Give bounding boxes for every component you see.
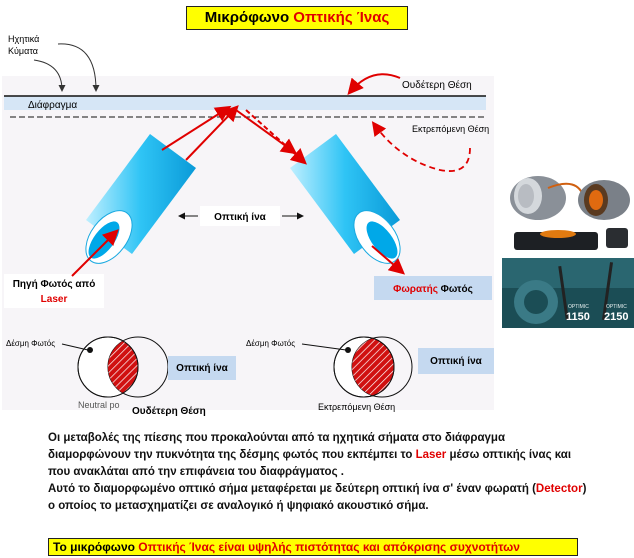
sound-waves-label-2: Κύματα [8,46,38,56]
pointer-line [61,343,89,351]
deflected-arrow [371,121,471,172]
optimic-brand-a: OPTIMIC [568,304,589,310]
optimic-product-photo: OPTIMIC 1150 OPTIMIC 2150 [502,258,634,328]
optical-fiber-box-left [168,356,236,380]
diaphragm [4,96,486,110]
optical-fiber-box-right [418,348,494,374]
optical-fiber-left [85,134,196,264]
light-source-box [4,274,104,308]
laser-label: Laser [41,294,68,305]
light-ray [185,105,239,161]
deflected-position-bottom-label: Εκτρεπόμενη Θέση [318,402,395,412]
detector-box [374,276,492,300]
page-title: Μικρόφωνο Οπτικής Ίνας [186,6,408,30]
model-1150: 1150 [566,311,590,323]
description-paragraph-2: Αυτό το διαμορφωμένο οπτικό σήμα μεταφέρ… [48,483,587,512]
light-source-label: Πηγή Φωτός από [13,279,96,290]
optical-fiber-right [290,134,401,264]
neutral-pos-english: Neutral po [78,400,120,410]
optical-fiber-label-right: Οπτική ίνα [430,356,482,367]
footer-highlight: Το μικρόφωνο Οπτικής Ίνας είναι υψηλής π… [48,538,578,556]
overlap-neutral [77,336,169,398]
diaphragm-label: Διάφραγμα [28,99,77,111]
light-source-arrow [71,229,119,277]
optimic-brand-b: OPTIMIC [606,304,627,310]
model-2150: 2150 [604,311,628,323]
fiber-microphone-diagram: Ηχητικά Κύματα Διάφραγμα Ουδέτερη Θέση Ε… [2,30,494,417]
neutral-position-label: Ουδέτερη Θέση [402,79,472,91]
pointer-line [301,343,347,351]
deflected-position-label: Εκτρεπόμενη Θέση [412,124,489,134]
sound-waves-label: Ηχητικά [8,34,39,44]
optical-fiber-label-left: Οπτική ίνα [176,363,228,374]
sound-waves-box [2,30,58,60]
light-beam-label-right: Δέσμη Φωτός [246,339,295,348]
neutral-position-bottom-label: Ουδέτερη Θέση [132,406,206,417]
light-ray [235,109,298,155]
description-text: Οι μεταβολές της πίεσης που προκαλούνται… [48,430,588,515]
detector-label: Φωρατής Φωτός [393,284,473,295]
light-ray [245,109,307,165]
overlap-deflected [333,336,413,398]
light-ray [161,105,232,151]
neutral-arrow [347,73,401,96]
microphone-product-photo [498,168,634,258]
optical-fiber-label: Οπτική ίνα [214,212,266,223]
optical-fiber-label-box [200,206,280,226]
light-beam-label-left: Δέσμη Φωτός [6,339,55,348]
description-paragraph-1: Οι μεταβολές της πίεσης που προκαλούνται… [48,432,572,478]
detector-arrow [371,245,406,275]
sound-wave-arrow [57,43,100,92]
sound-wave-arrow [33,59,66,92]
